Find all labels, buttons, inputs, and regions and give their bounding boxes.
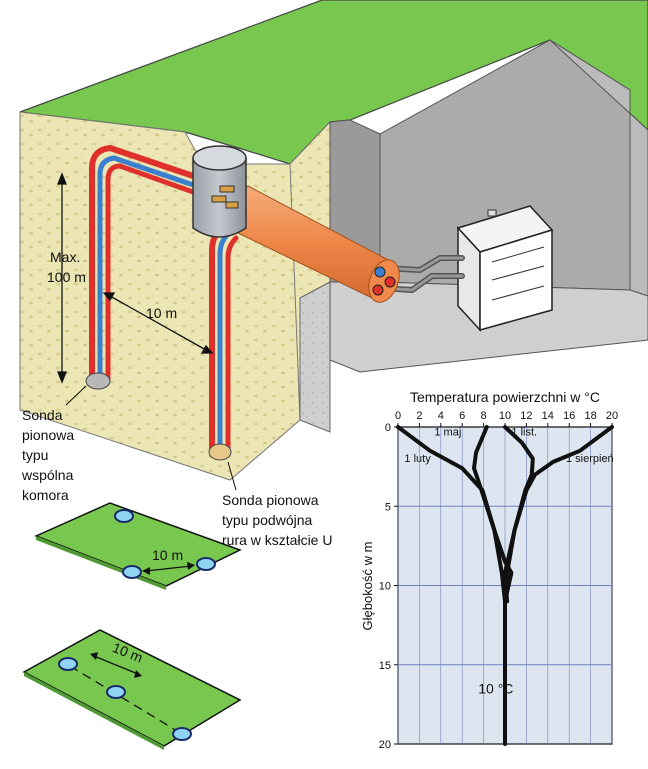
y-tick-label: 0 [385, 422, 391, 434]
x-tick-label: 12 [520, 410, 532, 422]
chart-annotation: 1 luty [404, 453, 431, 465]
chart-annotation: 1 list. [511, 427, 537, 439]
callout-line-common [65, 385, 87, 406]
probe-common-line4: wspólna [21, 467, 74, 483]
probe-common-line3: typu [22, 447, 48, 463]
chart-title: Temperatura powierzchni w °C [410, 389, 600, 405]
y-tick-label: 10 [379, 581, 391, 593]
x-tick-label: 16 [563, 410, 575, 422]
probe-common-line5: komora [22, 487, 69, 503]
foundation-concrete [299, 281, 331, 433]
borehole-marker [122, 565, 142, 579]
probe-tip-common [85, 372, 111, 390]
dimension-arrows [57, 172, 214, 384]
chart-annotation: 10 °C [478, 680, 513, 696]
max-depth-label-line1: Max. [50, 249, 80, 265]
y-tick-label: 15 [379, 660, 391, 672]
layout-triangle-plan [34, 502, 242, 590]
probe-common-line1: Sonda [22, 407, 63, 423]
probe-u-line1: Sonda pionowa [222, 492, 319, 508]
chart-annotation: 1 maj [434, 427, 461, 439]
x-tick-label: 2 [416, 410, 422, 422]
x-tick-label: 20 [606, 410, 618, 422]
x-tick-label: 10 [499, 410, 511, 422]
indoor-pipes [379, 255, 465, 294]
chart-annotation: 1 sierpień [566, 453, 614, 465]
max-depth-label-line2: 100 m [47, 269, 86, 285]
x-tick-label: 0 [395, 410, 401, 422]
spacing-label-triangle: 10 m [152, 547, 183, 563]
series-line-4 [503, 425, 614, 604]
y-tick-label: 20 [379, 739, 391, 751]
y-tick-label: 5 [385, 501, 391, 513]
borehole-marker [172, 727, 192, 741]
borehole-marker [114, 509, 134, 523]
probe-u-line2: typu podwójna [222, 512, 313, 528]
layout-line-plan [22, 629, 242, 750]
probe-tip-u [208, 443, 232, 461]
x-tick-label: 18 [584, 410, 596, 422]
borehole-marker [106, 685, 126, 699]
callout-line-u [227, 461, 237, 491]
spacing-label-top: 10 m [146, 305, 177, 321]
x-tick-label: 8 [481, 410, 487, 422]
borehole-marker [58, 657, 78, 671]
x-tick-label: 4 [438, 410, 444, 422]
temperature-depth-chart: Temperatura powierzchni w °C Głębokość w… [360, 389, 618, 751]
heat-pump-unit [456, 205, 554, 332]
y-axis-label: Głębokość w m [360, 542, 375, 631]
x-tick-label: 14 [542, 410, 554, 422]
borehole-marker [196, 557, 216, 571]
x-tick-label: 6 [459, 410, 465, 422]
probe-u-line3: rura w kształcie U [222, 532, 332, 548]
series-line-2 [472, 425, 514, 604]
probe-common-line2: pionowa [22, 427, 74, 443]
collector-chamber [192, 145, 247, 238]
